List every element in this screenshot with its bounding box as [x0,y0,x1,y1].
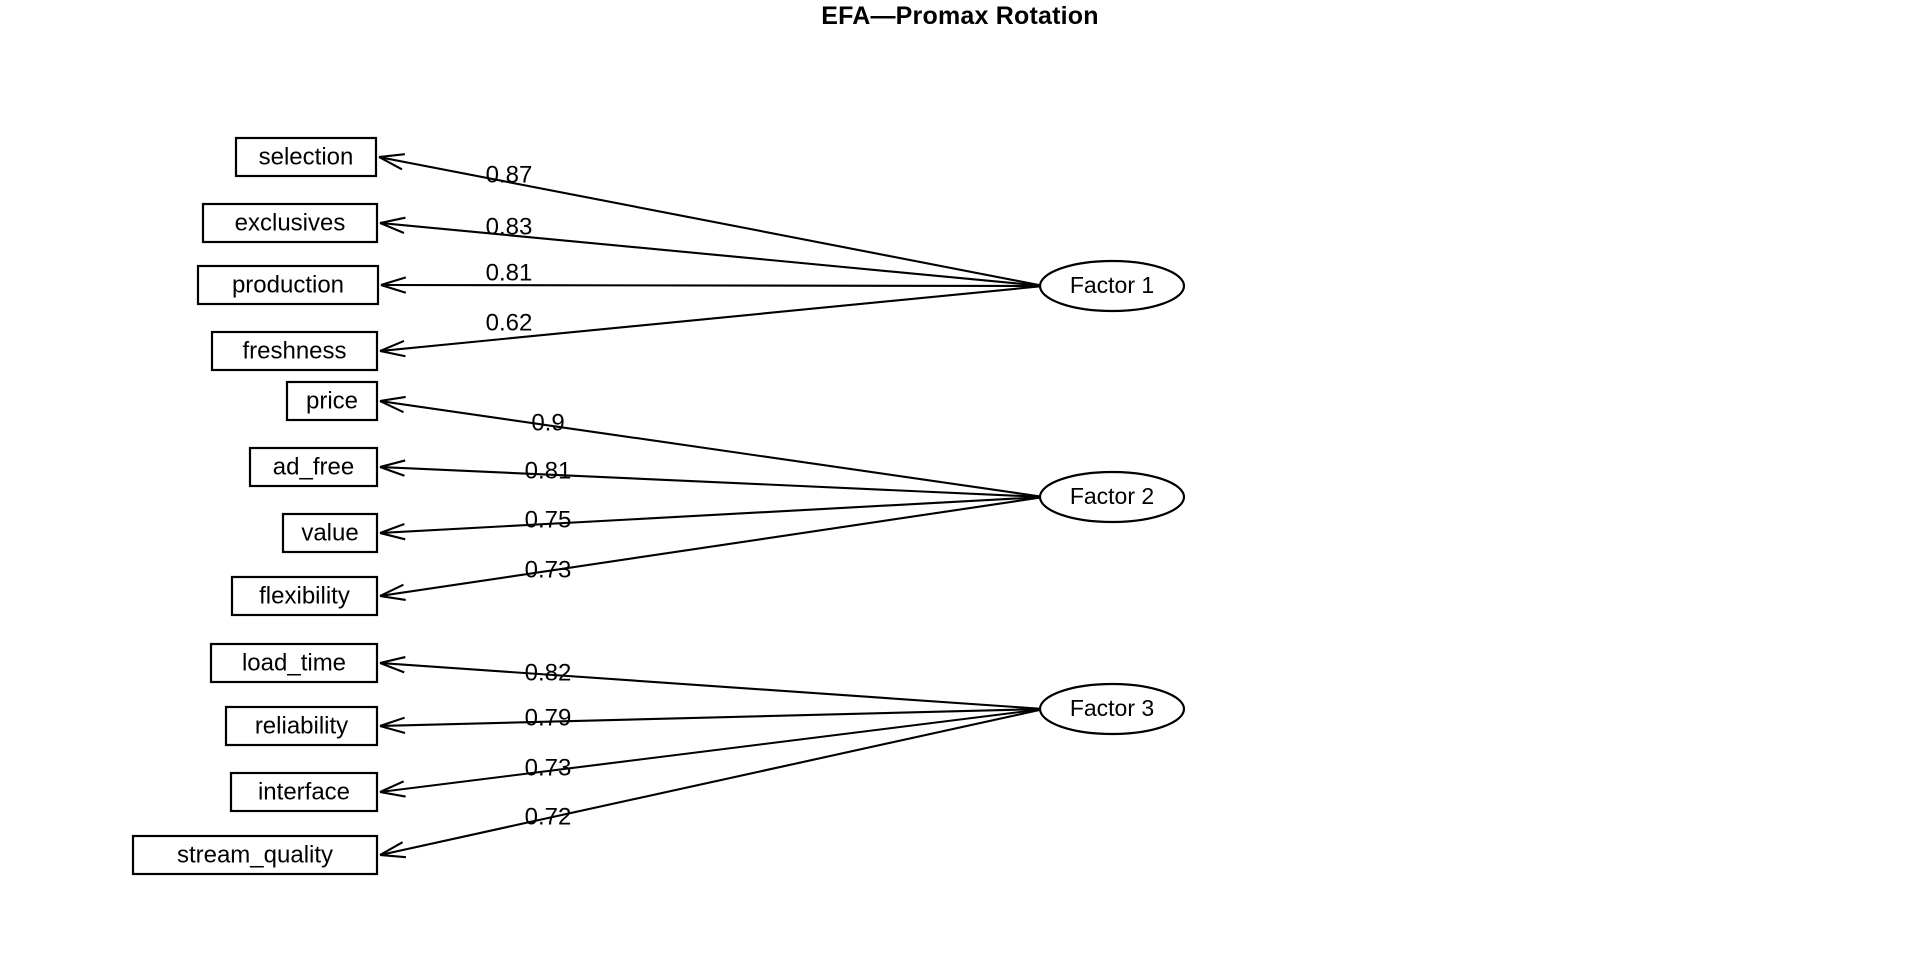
indicator-label-value: value [301,519,358,546]
edge-weight-factor2-value: 0.75 [525,506,572,533]
indicator-label-selection: selection [259,143,354,170]
factor-label-factor3: Factor 3 [1070,695,1154,721]
loading-edge-factor2-ad_free [379,459,1045,499]
edge-weight-factor1-exclusives: 0.83 [486,213,533,240]
edge-weight-factor2-flexibility: 0.73 [525,556,572,583]
loading-edge-factor3-interface [379,707,1045,798]
indicator-node-selection[interactable]: selection [234,136,378,178]
indicator-node-reliability[interactable]: reliability [224,705,379,747]
loading-edge-factor1-production [380,276,1045,294]
factor-node-factor2[interactable]: Factor 2 [1038,470,1186,524]
indicator-label-production: production [232,271,344,298]
loading-edge-factor2-value [379,495,1045,541]
loading-edge-factor2-price [379,395,1045,499]
loading-edge-factor3-load_time [379,656,1045,711]
factor-node-factor1[interactable]: Factor 1 [1038,259,1186,313]
loading-edge-factor3-stream_quality [379,707,1045,859]
indicator-label-interface: interface [258,778,350,805]
indicator-label-exclusives: exclusives [235,209,346,236]
loading-edge-factor1-freshness [379,284,1045,358]
indicator-label-ad_free: ad_free [273,453,354,480]
indicator-node-freshness[interactable]: freshness [210,330,379,372]
factor-node-factor3[interactable]: Factor 3 [1038,682,1186,736]
indicator-label-reliability: reliability [255,712,348,739]
indicator-node-value[interactable]: value [281,512,379,554]
indicator-node-production[interactable]: production [196,264,380,306]
indicator-node-exclusives[interactable]: exclusives [201,202,379,244]
indicator-label-load_time: load_time [242,649,346,676]
loading-edge-factor3-reliability [379,707,1045,735]
indicator-label-flexibility: flexibility [259,582,350,609]
indicator-node-price[interactable]: price [285,380,379,422]
indicator-node-load_time[interactable]: load_time [209,642,379,684]
indicator-label-freshness: freshness [242,337,346,364]
edge-weight-factor3-reliability: 0.79 [525,704,572,731]
edge-weight-factor2-ad_free: 0.81 [525,457,572,484]
indicator-node-ad_free[interactable]: ad_free [248,446,379,488]
indicator-node-flexibility[interactable]: flexibility [230,575,379,617]
edge-weight-factor1-freshness: 0.62 [486,309,533,336]
edge-weight-factor3-load_time: 0.82 [525,659,572,686]
edge-weight-factor3-stream_quality: 0.72 [525,803,572,830]
factor-label-factor1: Factor 1 [1070,272,1154,298]
loading-edge-factor1-exclusives [379,216,1045,288]
loading-edge-factor1-selection [378,153,1045,288]
edges-layer [378,153,1045,859]
page-title: EFA—Promax Rotation [821,2,1099,30]
weights-layer: 0.87 0.83 0.81 0.62 0.9 0.81 0.75 0.73 0.82 0.79 0… [486,161,572,830]
indicator-node-stream_quality[interactable]: stream_quality [131,834,379,876]
edge-weight-factor2-price: 0.9 [531,409,564,436]
edge-weight-factor3-interface: 0.73 [525,754,572,781]
indicator-label-stream_quality: stream_quality [177,841,333,868]
indicator-node-interface[interactable]: interface [229,771,379,813]
loading-edge-factor2-flexibility [379,495,1045,601]
edge-weight-factor1-selection: 0.87 [486,161,533,188]
indicator-label-price: price [306,387,358,414]
factor-label-factor2: Factor 2 [1070,483,1154,509]
nodes-layer: selectionexclusivesproductionfreshnessFa… [131,136,1186,876]
edge-weight-factor1-production: 0.81 [486,259,533,286]
